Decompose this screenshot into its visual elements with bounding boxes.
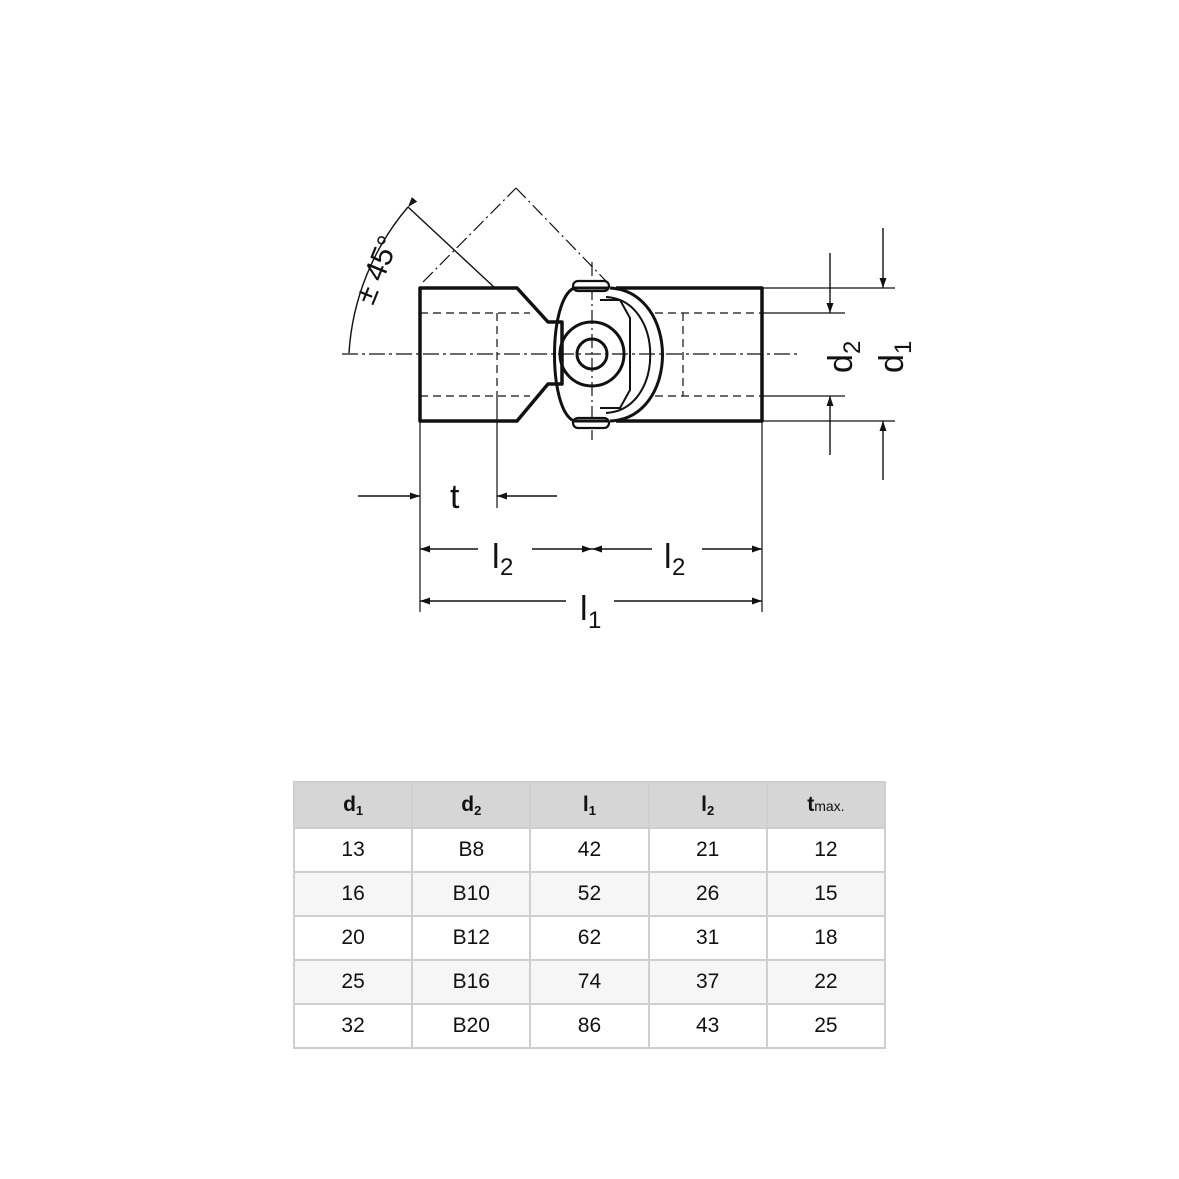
- svg-text:2: 2: [500, 554, 513, 581]
- technical-drawing: ± 45° t l 2 l 2 l 1 d 2 d 1: [342, 187, 917, 634]
- universal-joint: [553, 279, 664, 430]
- table-row: 20 B12 62 31 18: [292, 915, 887, 961]
- cell-tmax: 12: [765, 827, 887, 873]
- cell-d2: B20: [411, 1003, 532, 1049]
- table-row: 16 B10 52 26 15: [292, 871, 887, 917]
- cell-l1: 52: [529, 871, 650, 917]
- cell-l2: 26: [647, 871, 768, 917]
- header-d1: d1: [292, 781, 414, 829]
- header-l2: l2: [647, 781, 768, 829]
- dim-l1-label: l 1: [580, 590, 601, 634]
- cell-d2: B12: [411, 915, 532, 961]
- svg-text:1: 1: [588, 607, 601, 634]
- table-row: 25 B16 74 37 22: [292, 959, 887, 1005]
- svg-text:l: l: [664, 538, 672, 576]
- header-l1: l1: [529, 781, 650, 829]
- svg-text:d: d: [873, 354, 911, 373]
- svg-text:d: d: [822, 354, 860, 373]
- cell-d2: B10: [411, 871, 532, 917]
- svg-text:1: 1: [890, 341, 917, 354]
- cell-tmax: 22: [765, 959, 887, 1005]
- dim-d1-label: d 1: [873, 341, 917, 373]
- cell-l1: 62: [529, 915, 650, 961]
- cell-tmax: 25: [765, 1003, 887, 1049]
- header-d2: d2: [411, 781, 532, 829]
- cell-l2: 21: [647, 827, 768, 873]
- svg-text:2: 2: [672, 554, 685, 581]
- table-row: 32 B20 86 43 25: [292, 1003, 887, 1049]
- cell-l1: 42: [529, 827, 650, 873]
- dim-d2-label: d 2: [822, 341, 866, 373]
- cell-d1: 13: [292, 827, 414, 873]
- dim-l2-left-label: l 2: [492, 538, 513, 581]
- table-header-row: d1 d2 l1 l2 tmax.: [292, 781, 887, 829]
- header-tmax: tmax.: [765, 781, 887, 829]
- cell-tmax: 15: [765, 871, 887, 917]
- cell-l1: 74: [529, 959, 650, 1005]
- table-row: 13 B8 42 21 12: [292, 827, 887, 873]
- angle-construction: [348, 187, 607, 440]
- cell-tmax: 18: [765, 915, 887, 961]
- svg-text:2: 2: [839, 341, 866, 354]
- cell-l2: 31: [647, 915, 768, 961]
- cell-d2: B16: [411, 959, 532, 1005]
- cell-d1: 16: [292, 871, 414, 917]
- cell-l2: 43: [647, 1003, 768, 1049]
- cell-d1: 32: [292, 1003, 414, 1049]
- angle-label: ± 45°: [349, 231, 406, 308]
- cell-d1: 25: [292, 959, 414, 1005]
- dim-t-label: t: [450, 478, 460, 516]
- dimensions-table: d1 d2 l1 l2 tmax. 13 B8 42 21 12 16 B10 …: [292, 781, 887, 1049]
- cell-d1: 20: [292, 915, 414, 961]
- svg-text:l: l: [580, 590, 588, 628]
- cell-d2: B8: [411, 827, 532, 873]
- cell-l1: 86: [529, 1003, 650, 1049]
- dim-l2-right-label: l 2: [664, 538, 685, 581]
- svg-text:l: l: [492, 538, 500, 576]
- dimension-arrows: [358, 228, 887, 605]
- cell-l2: 37: [647, 959, 768, 1005]
